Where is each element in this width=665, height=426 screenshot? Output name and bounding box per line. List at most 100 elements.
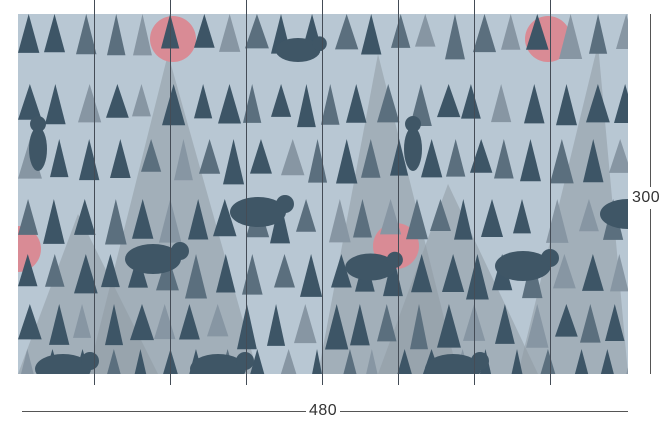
pine-tree [73,304,92,338]
pine-tree [366,349,378,374]
pine-tree [391,14,411,48]
panel-seam-2 [170,0,171,385]
pine-tree [156,254,179,291]
pine-tree [437,84,461,118]
pine-tree [540,349,556,374]
pine-tree [546,199,569,243]
pine-tree [410,304,429,350]
pine-tree [574,349,589,374]
bear-shape [405,116,421,132]
pine-tree [380,199,402,235]
pine-tree [586,84,610,123]
forest-bear-pattern [18,14,628,374]
pine-tree [473,14,497,53]
pine-tree [312,349,322,374]
pine-tree [524,84,545,124]
pine-tree [481,199,504,238]
pine-tree [74,199,96,235]
pine-tree [411,254,433,293]
pine-tree [377,84,400,123]
pine-tree [600,349,614,374]
pine-tree [162,84,186,126]
pine-tree [18,254,38,287]
pine-tree [106,84,129,118]
pine-tree [325,304,349,350]
bear-shape [425,354,481,374]
pine-tree [494,139,514,179]
bear-shape [230,197,286,227]
pine-tree [616,14,628,50]
pine-tree [410,84,432,127]
pine-tree [216,254,236,293]
pine-tree [74,254,98,294]
pine-tree [350,304,370,346]
pine-tree [134,349,147,374]
pine-tree [610,254,628,292]
pine-tree [361,14,382,55]
pine-tree [346,84,367,123]
pine-tree [308,139,328,183]
pine-tree [582,254,604,291]
pine-tree [110,139,131,179]
pine-tree [297,84,316,128]
pine-tree [321,84,340,125]
width-dimension-label: 480 [306,402,341,420]
pine-tree [107,14,126,56]
pine-tree [626,367,628,374]
panel-seam-7 [550,0,551,385]
pine-tree [79,139,100,181]
mountain-shape [518,44,628,374]
pine-tree [18,14,40,53]
panel-seam-5 [398,0,399,385]
pine-tree [130,304,154,341]
pine-tree [579,199,599,232]
pine-tree [377,304,397,342]
pine-tree [589,14,608,54]
wallpaper-mural-preview [18,14,628,374]
pine-tree [466,254,489,300]
pine-tree [583,139,604,183]
bear-shape [404,127,422,171]
bear-shape [29,127,47,171]
bear-shape [386,251,403,268]
bear-shape [471,352,489,370]
pine-tree [383,254,403,297]
pine-tree [223,139,245,185]
pine-tree [245,14,269,49]
pine-tree [250,139,272,174]
pine-tree [556,84,577,126]
pine-tree [219,14,241,52]
pine-tree [243,84,262,123]
bear-shape [190,354,246,374]
bear-shape [35,354,91,374]
pine-tree [280,349,297,374]
pine-tree [550,139,574,184]
pine-tree [141,139,162,172]
bear-shape [125,244,181,274]
panel-seam-4 [322,0,323,385]
bear-shape [171,242,189,260]
pine-tree [526,14,549,50]
bear-shape [236,352,254,370]
pine-tree [461,84,481,119]
pine-tree [188,199,209,240]
pine-tree [218,84,241,124]
pine-tree [470,139,493,173]
panel-seam-3 [246,0,247,385]
pine-tree [101,254,120,288]
pine-tree [50,139,69,178]
panel-seam-6 [474,0,475,385]
pine-tree [491,84,512,123]
pine-tree [361,139,381,178]
pine-tree [207,304,229,337]
pine-tree [194,84,213,119]
pine-tree [559,14,583,59]
pine-tree [390,139,409,176]
pine-tree [495,304,515,344]
pine-tree [274,254,295,288]
pine-tree [43,199,65,244]
pine-tree [353,199,372,238]
pine-tree [605,304,625,342]
pine-tree [44,14,66,53]
pine-tree [132,84,151,117]
